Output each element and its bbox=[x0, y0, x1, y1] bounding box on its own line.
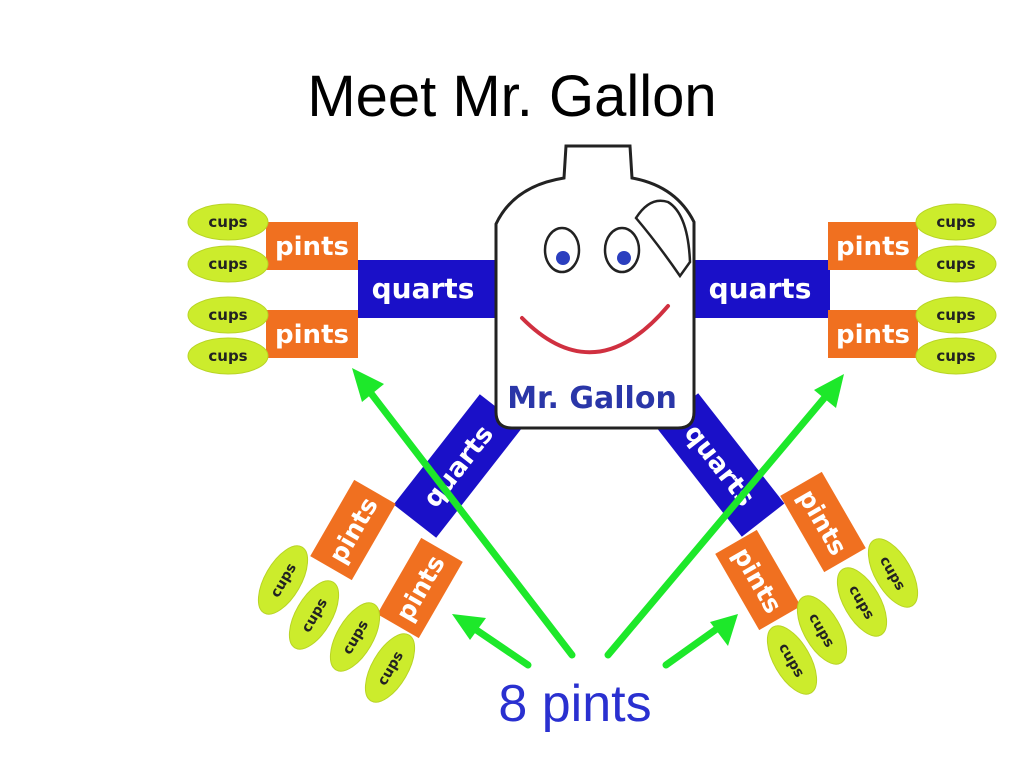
cup-oval bbox=[187, 296, 269, 334]
cup-oval bbox=[915, 203, 997, 241]
right-eye-white bbox=[603, 226, 641, 274]
pint-label: pints bbox=[836, 320, 910, 350]
cup-oval bbox=[867, 538, 919, 608]
arrows bbox=[352, 368, 844, 669]
pint-label: pints bbox=[275, 320, 349, 350]
arm-top-left: quarts pints pints cups cups cups cups bbox=[187, 203, 498, 375]
cup-oval bbox=[915, 245, 997, 283]
cup-oval bbox=[288, 580, 340, 650]
cup-oval bbox=[329, 602, 381, 672]
quart-bar bbox=[358, 260, 498, 318]
cup-oval bbox=[187, 337, 269, 375]
pint-box bbox=[377, 537, 463, 639]
left-eye-white bbox=[543, 226, 581, 274]
pint-box bbox=[828, 222, 918, 270]
cup-oval bbox=[187, 245, 269, 283]
jug-handle bbox=[634, 199, 692, 279]
cup-label: cups bbox=[208, 213, 247, 231]
left-eye-pupil bbox=[556, 251, 570, 265]
arm-bottom-left: quarts pints pints cups cups cups cups bbox=[257, 394, 523, 703]
quart-bar bbox=[655, 393, 785, 537]
pint-box bbox=[266, 222, 358, 270]
arrowhead bbox=[710, 614, 738, 646]
arrow-to-top-left-pints bbox=[366, 388, 576, 659]
cup-oval bbox=[766, 625, 818, 695]
quart-label: quarts bbox=[372, 272, 475, 305]
jug-label: Mr. Gallon bbox=[507, 381, 677, 416]
cup-label: cups bbox=[936, 306, 975, 324]
cup-oval bbox=[257, 545, 309, 615]
right-eye-pupil bbox=[617, 251, 631, 265]
pint-box bbox=[828, 310, 918, 358]
pint-box bbox=[780, 471, 866, 573]
pint-label: pints bbox=[275, 232, 349, 262]
cup-label: cups bbox=[208, 306, 247, 324]
smile bbox=[520, 304, 670, 355]
cup-oval bbox=[187, 203, 269, 241]
arm-top-right: quarts pints pints cups cups cups cups bbox=[694, 203, 997, 375]
cup-oval bbox=[915, 296, 997, 334]
cup-label: cups bbox=[936, 255, 975, 273]
slide-title: Meet Mr. Gallon bbox=[307, 64, 717, 129]
arrowhead bbox=[352, 368, 384, 402]
arrow-to-bottom-right-pints bbox=[662, 624, 722, 669]
arrowhead bbox=[452, 614, 486, 640]
cup-oval bbox=[836, 567, 888, 637]
cup-label: cups bbox=[936, 347, 975, 365]
arrow-to-top-right-pints bbox=[604, 392, 830, 659]
pint-label: pints bbox=[836, 232, 910, 262]
arrow-to-bottom-left-pints bbox=[468, 623, 532, 669]
cup-oval bbox=[915, 337, 997, 375]
quart-label: quarts bbox=[709, 272, 812, 305]
pint-box bbox=[310, 479, 396, 581]
cup-label: cups bbox=[936, 213, 975, 231]
cup-oval bbox=[364, 633, 416, 703]
gallon-jug: Mr. Gallon bbox=[494, 144, 696, 430]
quart-bar bbox=[393, 394, 523, 538]
caption-8-pints: 8 pints bbox=[498, 675, 652, 733]
jug-body bbox=[494, 144, 696, 430]
pint-box bbox=[715, 529, 801, 631]
pint-box bbox=[266, 310, 358, 358]
cup-oval bbox=[796, 595, 848, 665]
cup-label: cups bbox=[208, 255, 247, 273]
arrowhead bbox=[814, 374, 844, 408]
quart-bar bbox=[694, 260, 830, 318]
cup-label: cups bbox=[208, 347, 247, 365]
